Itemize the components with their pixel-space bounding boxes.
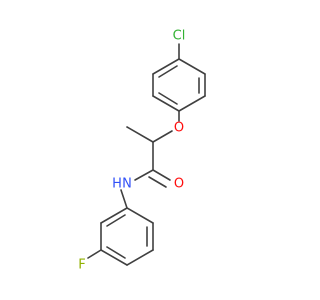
bond-n-ring [120, 189, 128, 209]
bond [178, 95, 206, 112]
chlorophenyl-ring [152, 58, 206, 112]
bond-c-o-1 [152, 169, 171, 181]
carbonyl-oxygen-label: O [174, 177, 184, 192]
bond-inner [158, 92, 178, 105]
chlorine-label: Cl [173, 29, 186, 44]
bond-c-o-2 [148, 176, 167, 188]
bond [100, 249, 128, 266]
bond-inner [106, 246, 126, 259]
fluorophenyl-ring [100, 207, 154, 266]
bond-inner [106, 214, 126, 227]
molecule-drawing: Cl O O N H F [78, 29, 206, 273]
bond [126, 207, 154, 224]
amide-hydrogen-label: H [112, 177, 122, 192]
bond-c-n [134, 169, 154, 181]
fluorine-label: F [78, 258, 85, 273]
bond [100, 207, 128, 224]
bond-methyl [126, 126, 154, 143]
bond [152, 95, 180, 112]
structure-canvas: Cl O O N H F [78, 28, 206, 273]
bond [126, 249, 154, 266]
nitrogen-label: N [122, 177, 132, 192]
bond [152, 58, 180, 75]
bond-inner [158, 65, 178, 78]
bond-c-f [87, 249, 102, 259]
bond [178, 58, 206, 75]
bond-o-ch [152, 130, 173, 143]
ether-oxygen-label: O [174, 121, 184, 136]
